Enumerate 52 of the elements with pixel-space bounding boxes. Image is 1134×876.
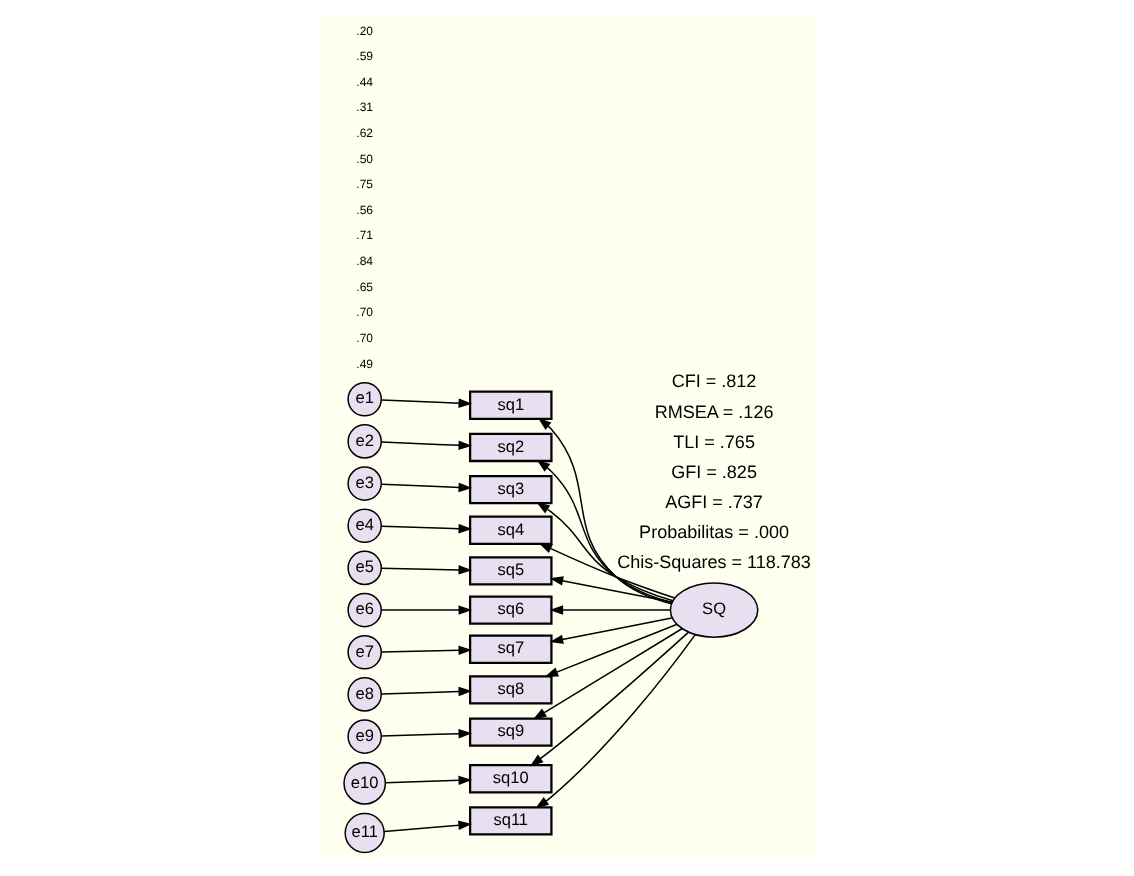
node-box: sq10 [468,764,552,794]
label: AGFI = .737 [664,491,762,512]
arrow [379,482,472,493]
node-circle: e1 [346,381,381,417]
arrow [535,502,673,602]
arrow [383,775,472,786]
node-circle: e6 [346,592,381,628]
node-ellipse: SQ [668,582,758,638]
arrow [531,628,682,720]
node-circle: e10 [342,761,386,805]
arrow [536,417,671,605]
node-circle: e11 [343,812,384,854]
arrow [382,820,471,833]
node-circle: e7 [346,634,381,670]
node-circle: e3 [346,466,381,501]
label: Probabilitas = .000 [638,521,789,542]
arrow [379,440,472,451]
node-box: sq3 [468,474,552,505]
arrow [379,645,472,656]
node-box: sq1 [468,390,552,420]
arrow [543,623,677,678]
node-box: sq2 [468,432,552,463]
node-box: sq11 [468,806,552,836]
label: RMSEA = .126 [653,401,773,422]
arrow [548,605,671,615]
node-box: sq4 [468,515,552,545]
node-circle: e8 [346,677,381,712]
label: Chis-Squares = 118.783 [616,552,810,573]
arrow [528,631,689,767]
arrow [534,633,696,809]
label: GFI = .825 [670,461,756,482]
node-box: sq5 [468,556,552,586]
arrow [379,565,472,575]
arrow [548,576,672,603]
node-circle: e9 [346,719,381,754]
arrow [548,617,672,644]
arrow [537,542,675,599]
node-box: sq8 [468,675,552,705]
arrow [379,686,472,697]
label: TLI = .765 [672,431,754,452]
arrow [379,728,472,739]
node-box: sq7 [468,634,552,664]
arrow [535,459,672,604]
node-box: sq6 [468,595,552,625]
label: CFI = .812 [670,371,756,392]
node-circle: e4 [346,508,381,544]
node-circle: e5 [346,550,381,586]
node-circle: e2 [346,424,381,459]
arrow [379,605,472,615]
arrow [379,398,472,408]
arrow [379,523,472,534]
node-box: sq9 [468,717,552,747]
